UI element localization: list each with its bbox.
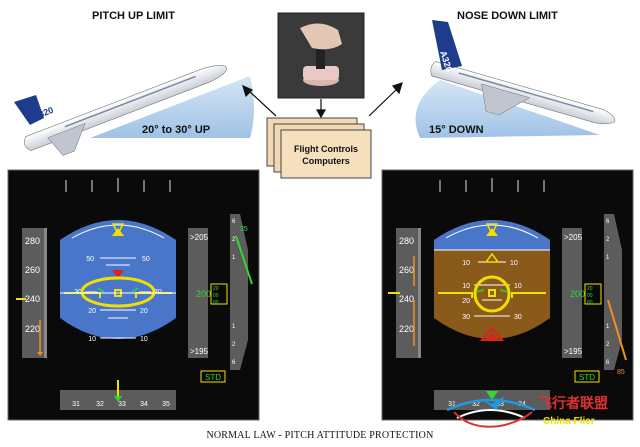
right-pitch-label-10b: 10 — [510, 260, 518, 267]
right-vs-1-bot: 1 — [606, 324, 610, 330]
right-alt-small-2: 00 — [587, 293, 593, 299]
left-vs-6-top: 6 — [232, 219, 236, 225]
right-vs-value: 85 — [617, 369, 625, 376]
right-speed-280: 280 — [399, 236, 414, 246]
left-pitch-limit-marker — [112, 270, 124, 278]
left-vertical-speed-scale — [230, 214, 248, 370]
left-vs-2-top: 2 — [232, 237, 236, 243]
left-speed-260: 260 — [25, 265, 40, 275]
right-pitch-label-20: 20 — [462, 298, 470, 305]
left-speed-240: 240 — [25, 294, 40, 304]
left-vs-1-bot: 1 — [232, 324, 236, 330]
right-vs-2-top: 2 — [606, 237, 610, 243]
left-pitch-label-20r: 20 — [140, 308, 148, 315]
right-pitch-label-30l: 30 — [462, 314, 470, 321]
left-alt-small-1: 20 — [213, 286, 219, 292]
fcc-label-line2: Computers — [302, 156, 350, 166]
right-hdg-31: 31 — [448, 401, 456, 408]
left-hdg-33: 33 — [118, 401, 126, 408]
left-aircraft-tail — [14, 95, 44, 125]
right-hdg-33: 33 — [496, 401, 504, 408]
left-alt-readout: 200 — [196, 289, 211, 299]
right-aircraft-wing — [481, 83, 531, 116]
china-flier-watermark-logo: 飞行者联盟 China Flier — [446, 395, 608, 428]
right-attitude-highlight — [473, 275, 511, 313]
right-altitude-tape — [562, 228, 582, 358]
right-vs-1-top: 1 — [606, 255, 610, 261]
left-pitch-label-50r: 50 — [142, 256, 150, 263]
nose-down-aircraft-illustration: A320 — [415, 20, 616, 138]
left-vs-1-top: 1 — [232, 255, 236, 261]
left-alt-small-3: 80 — [213, 300, 219, 306]
right-hdg-32: 32 — [472, 401, 480, 408]
left-pitch-label-10r: 10 — [140, 336, 148, 343]
right-alt-205: >205 — [564, 233, 583, 242]
pitch-up-limit-title: PITCH UP LIMIT — [92, 10, 175, 22]
left-baro-std: STD — [205, 373, 221, 382]
left-speed-tape — [22, 228, 46, 358]
figure-caption: NORMAL LAW - PITCH ATTITUDE PROTECTION — [206, 430, 434, 441]
right-vs-2-bot: 2 — [606, 342, 610, 348]
right-pitch-label-10a: 10 — [462, 260, 470, 267]
left-pfd: 50 50 30 30 20 20 10 10 280 260 240 220 … — [7, 169, 260, 421]
right-alt-readout: 200 — [570, 289, 585, 299]
pitch-up-sky-wedge — [90, 76, 254, 138]
right-alt-195: >195 — [564, 347, 583, 356]
right-aircraft-fuselage — [430, 61, 616, 125]
right-vs-6-bot: 6 — [606, 360, 610, 366]
right-vs-6-top: 6 — [606, 219, 610, 225]
left-pitch-label-10l: 10 — [88, 336, 96, 343]
right-aircraft-tail — [432, 20, 462, 70]
left-hdg-32: 32 — [96, 401, 104, 408]
left-speed-220: 220 — [25, 324, 40, 334]
left-pitch-label-20l: 20 — [88, 308, 96, 315]
right-alt-small-1: 20 — [587, 286, 593, 292]
left-vs-6-bot: 6 — [232, 360, 236, 366]
left-alt-small-2: 00 — [213, 293, 219, 299]
right-alt-small-3: 80 — [587, 300, 593, 306]
right-pitch-label-10d: 10 — [514, 283, 522, 290]
right-speed-220: 220 — [399, 324, 414, 334]
left-speed-280: 280 — [25, 236, 40, 246]
right-speed-240: 240 — [399, 294, 414, 304]
left-alt-195: >195 — [190, 347, 209, 356]
right-pitch-label-30r: 30 — [514, 314, 522, 321]
nose-down-limit-title: NOSE DOWN LIMIT — [457, 10, 558, 22]
left-altitude-tape — [188, 228, 208, 358]
right-speed-260: 260 — [399, 265, 414, 275]
flight-controls-computers: Flight Controls Computers — [266, 117, 372, 179]
sidestick-picture — [277, 12, 365, 99]
nose-down-range-label: 15° DOWN — [429, 124, 484, 136]
right-pfd: 10 10 10 10 20 30 30 280 260 240 220 >20… — [381, 169, 634, 421]
flow-arrows — [242, 82, 403, 119]
left-hdg-31: 31 — [72, 401, 80, 408]
left-hdg-35: 35 — [162, 401, 170, 408]
watermark-en: China Flier — [543, 416, 595, 427]
left-alt-205: >205 — [190, 233, 209, 242]
watermark-cn: 飞行者联盟 — [538, 395, 608, 411]
left-pitch-label-50: 50 — [86, 256, 94, 263]
pitch-up-aircraft-illustration: A320 — [14, 65, 254, 156]
right-baro-std: STD — [579, 373, 595, 382]
left-hdg-34: 34 — [140, 401, 148, 408]
left-aircraft-wing — [47, 123, 86, 156]
left-vs-2-bot: 2 — [232, 342, 236, 348]
pitch-up-range-label: 20° to 30° UP — [142, 124, 211, 136]
fcc-label-line1: Flight Controls — [294, 144, 358, 154]
right-pitch-label-10c: 10 — [462, 283, 470, 290]
left-vs-value: 35 — [240, 226, 248, 233]
right-aircraft-symbol — [438, 289, 546, 298]
